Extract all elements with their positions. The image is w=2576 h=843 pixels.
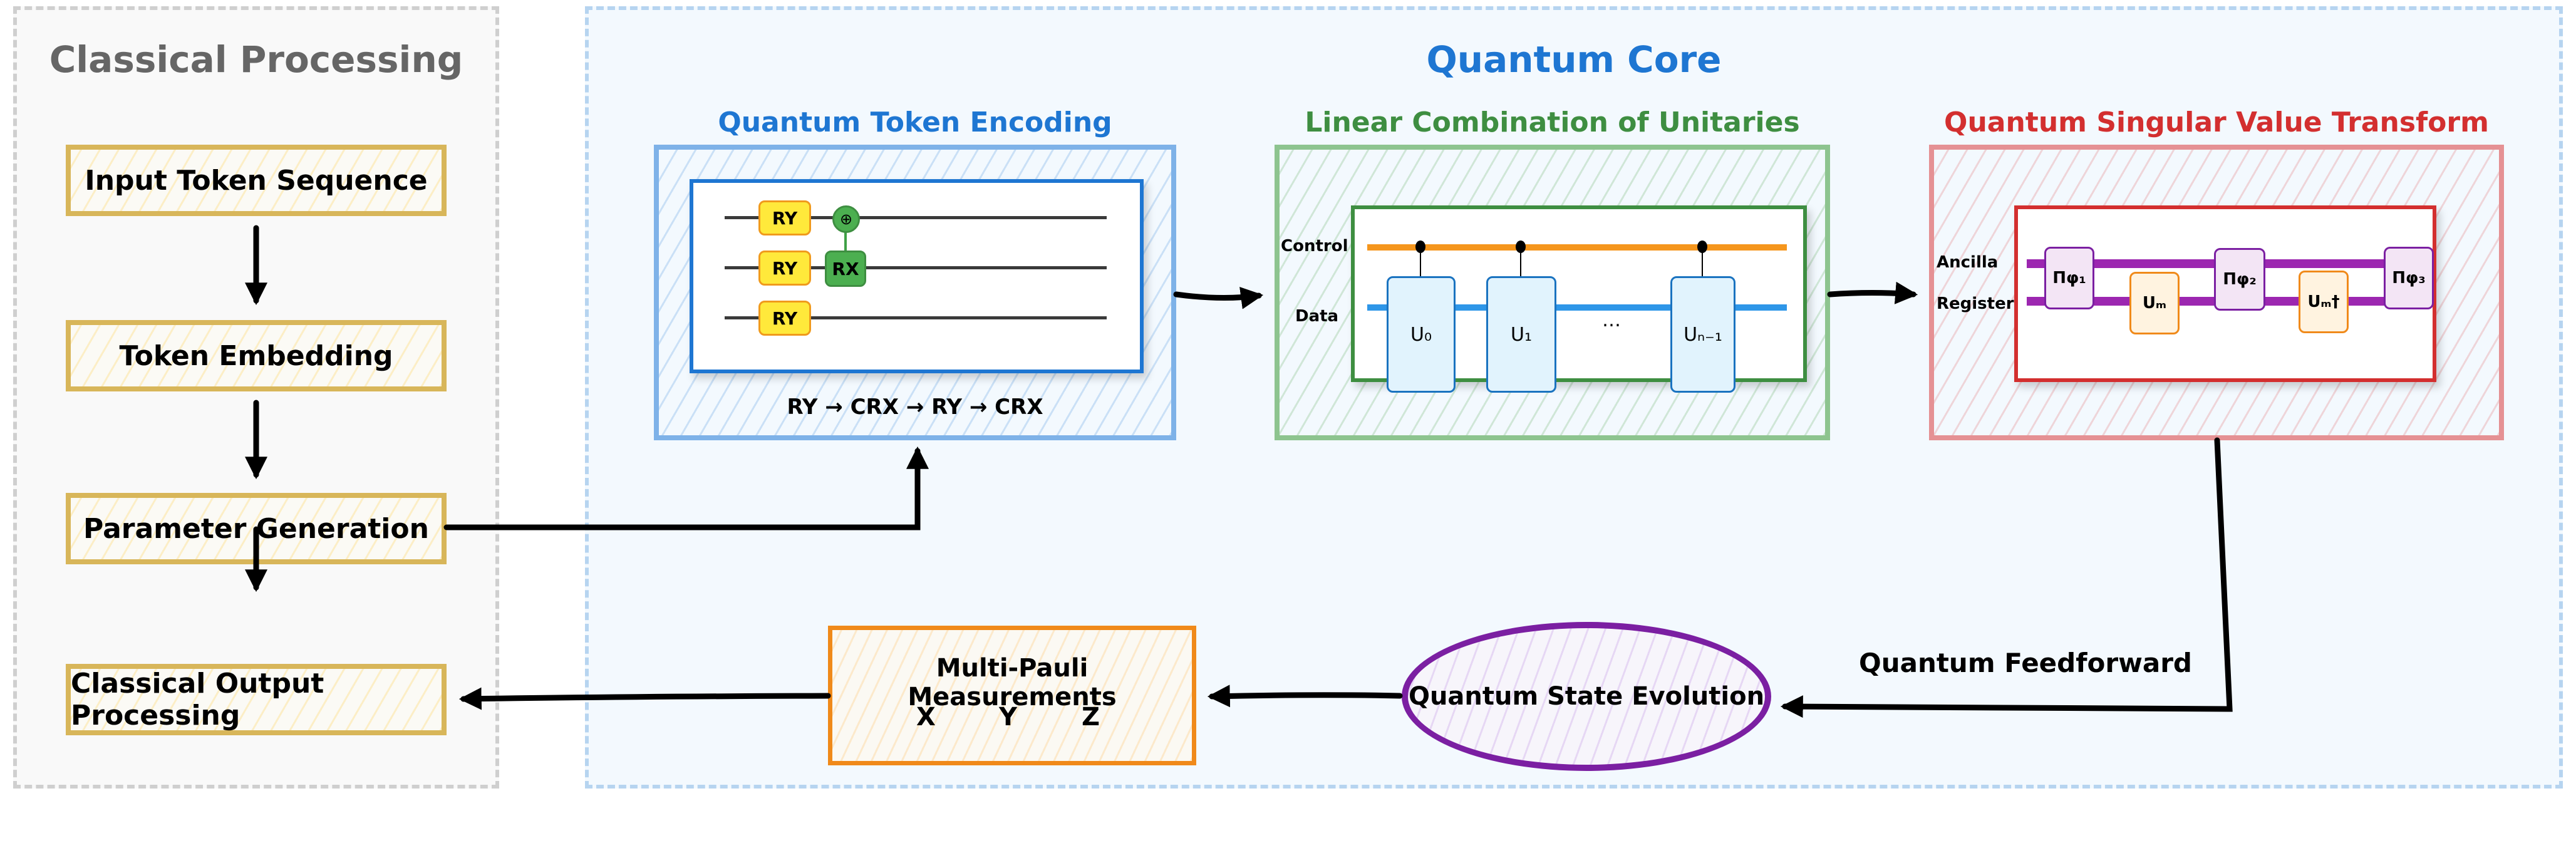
qte-circuit: RY RY RY ⊕ RX bbox=[690, 179, 1144, 373]
control-label: Control bbox=[1281, 237, 1348, 256]
arrow-lcu-to-qsvt bbox=[1827, 281, 1918, 304]
classical-panel-title: Classical Processing bbox=[49, 38, 463, 81]
unitary-label: U₀ bbox=[1410, 323, 1432, 346]
um-label: Uₘ bbox=[2142, 294, 2167, 313]
projector-gate-2[interactable]: Πφ₂ bbox=[2214, 248, 2265, 311]
pauli-x: X bbox=[916, 703, 936, 732]
unitary-gate-0[interactable]: U₀ bbox=[1387, 276, 1456, 393]
unitary-gate-1[interactable]: U₁ bbox=[1486, 276, 1556, 393]
input-token-sequence-box[interactable]: Input Token Sequence bbox=[66, 145, 447, 216]
crx-control-line bbox=[844, 222, 847, 253]
um-dagger-label: Uₘ† bbox=[2307, 292, 2340, 311]
arrow-evolution-to-measurement bbox=[1207, 685, 1403, 708]
ry-gate-label: RY bbox=[772, 257, 798, 279]
quantum-core-title: Quantum Core bbox=[1426, 38, 1722, 81]
register-label: Register bbox=[1937, 294, 2014, 313]
pauli-z: Z bbox=[1082, 703, 1100, 732]
classical-output-processing-box[interactable]: Classical Output Processing bbox=[66, 664, 447, 735]
arrow-qsvt-to-evolution bbox=[1780, 437, 2233, 718]
lcu-title: Linear Combination of Unitaries bbox=[1305, 106, 1800, 138]
projector-gate-1[interactable]: Πφ₁ bbox=[2044, 247, 2094, 309]
feedforward-label: Quantum Feedforward bbox=[1859, 648, 2192, 678]
control-dot-0 bbox=[1415, 240, 1425, 253]
qubit-wire-2 bbox=[725, 266, 1107, 269]
control-line-0 bbox=[1420, 247, 1421, 278]
target-xor-icon[interactable]: ⊕ bbox=[832, 205, 860, 233]
evolution-label: Quantum State Evolution bbox=[1408, 682, 1765, 711]
control-line-n bbox=[1702, 247, 1703, 278]
projector-gate-3[interactable]: Πφ₃ bbox=[2384, 247, 2434, 309]
control-line-1 bbox=[1520, 247, 1521, 278]
um-gate[interactable]: Uₘ bbox=[2129, 272, 2180, 334]
unitary-label: U₁ bbox=[1511, 323, 1532, 346]
token-embedding-box[interactable]: Token Embedding bbox=[66, 320, 447, 391]
qsvt-title: Quantum Singular Value Transform bbox=[1944, 106, 2489, 138]
qsvt-circuit: Πφ₁ Uₘ Πφ₂ Uₘ† Πφ₃ bbox=[2014, 205, 2436, 382]
xor-symbol: ⊕ bbox=[839, 210, 853, 228]
control-dot-1 bbox=[1516, 240, 1526, 253]
unitary-gate-n[interactable]: Uₙ₋₁ bbox=[1670, 276, 1735, 393]
measurement-title: Multi-Pauli Measurements bbox=[908, 654, 1117, 711]
ry-gate-3[interactable]: RY bbox=[758, 301, 811, 336]
data-label: Data bbox=[1295, 307, 1339, 326]
ry-gate-2[interactable]: RY bbox=[758, 251, 811, 286]
control-wire bbox=[1367, 244, 1787, 251]
classical-processing-panel: Classical Processing bbox=[13, 6, 499, 789]
rx-gate[interactable]: RX bbox=[825, 251, 866, 287]
qte-title: Quantum Token Encoding bbox=[718, 106, 1112, 138]
um-dagger-gate[interactable]: Uₘ† bbox=[2299, 271, 2349, 333]
control-dot-n bbox=[1697, 240, 1707, 253]
quantum-state-evolution-node[interactable]: Quantum State Evolution bbox=[1402, 622, 1771, 771]
projector-label: Πφ₃ bbox=[2392, 269, 2426, 287]
unitary-label: Uₙ₋₁ bbox=[1684, 323, 1722, 346]
multi-pauli-measurements-box[interactable]: Multi-Pauli Measurements X Y Z bbox=[828, 626, 1196, 765]
rx-gate-label: RX bbox=[832, 258, 859, 279]
data-wire bbox=[1367, 304, 1787, 311]
ry-gate-label: RY bbox=[772, 308, 798, 329]
ry-gate-label: RY bbox=[772, 207, 798, 229]
projector-label: Πφ₁ bbox=[2052, 269, 2086, 287]
qubit-wire-1 bbox=[725, 216, 1107, 219]
arrow-params-to-encoding bbox=[443, 446, 929, 530]
qubit-wire-3 bbox=[725, 316, 1107, 319]
input-token-sequence-label: Input Token Sequence bbox=[85, 164, 428, 197]
arrow-measurement-to-output bbox=[458, 687, 831, 710]
ry-gate-1[interactable]: RY bbox=[758, 200, 811, 235]
ancilla-label: Ancilla bbox=[1937, 253, 1999, 272]
lcu-circuit: U₀ U₁ … Uₙ₋₁ bbox=[1351, 205, 1807, 393]
classical-output-processing-label: Classical Output Processing bbox=[71, 668, 324, 732]
pauli-y: Y bbox=[999, 703, 1017, 732]
token-embedding-label: Token Embedding bbox=[119, 339, 393, 372]
arrow-encoding-to-lcu bbox=[1173, 286, 1264, 309]
lcu-ellipsis: … bbox=[1602, 309, 1621, 331]
projector-label: Πφ₂ bbox=[2223, 270, 2257, 289]
qte-sequence-label: RY → CRX → RY → CRX bbox=[787, 395, 1043, 420]
